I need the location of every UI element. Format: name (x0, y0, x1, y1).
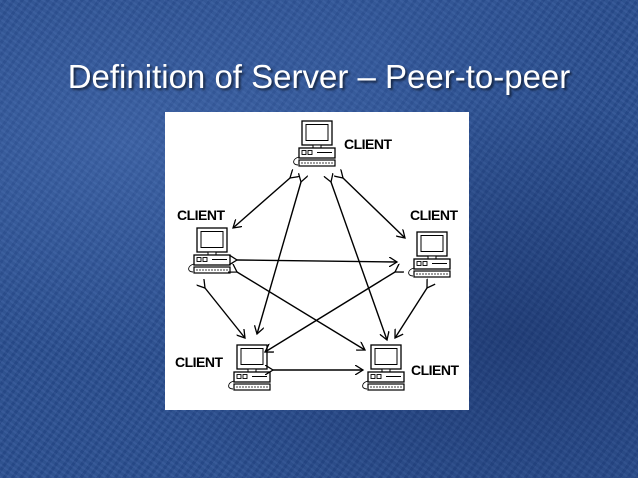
link-left-right (237, 260, 397, 262)
computer-icon-right (407, 231, 451, 278)
link-top-bottom-left (257, 182, 301, 334)
slide-title: Definition of Server – Peer-to-peer (67, 58, 571, 95)
link-right-bottom-left (265, 272, 395, 352)
computer-icon-bottom-left (227, 344, 271, 391)
network-diagram-svg: CLIENT CLIENT CLIENT CLIENT CLIENT (175, 120, 460, 391)
link-right-bottom-right (395, 288, 427, 338)
peer-to-peer-diagram: CLIENT CLIENT CLIENT CLIENT CLIENT (165, 112, 469, 410)
computer-icon-bottom-right (361, 344, 405, 391)
link-top-left (233, 178, 290, 228)
computer-icon-left (187, 227, 231, 274)
link-top-right (343, 178, 405, 238)
computer-icon-top (292, 120, 336, 167)
client-label-right: CLIENT (410, 207, 459, 223)
link-left-bottom-right (237, 272, 365, 350)
client-label-top: CLIENT (344, 136, 393, 152)
link-left-bottom-left (205, 288, 245, 338)
client-label-bottom-right: CLIENT (411, 362, 460, 378)
client-label-bottom-left: CLIENT (175, 354, 224, 370)
client-label-left: CLIENT (177, 207, 226, 223)
